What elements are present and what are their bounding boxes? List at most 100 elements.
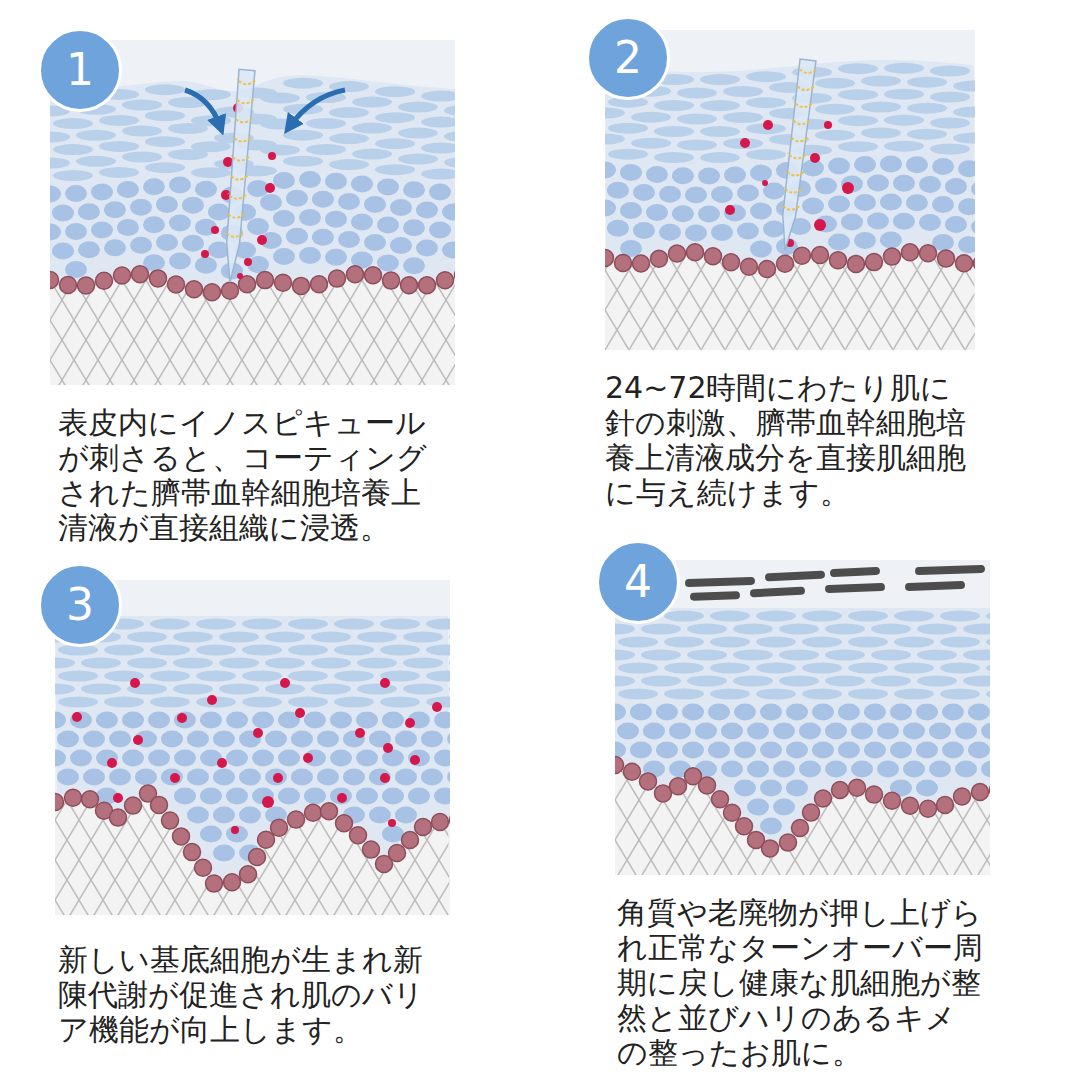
round-cell	[955, 761, 977, 778]
round-cell	[760, 780, 782, 797]
round-cell	[890, 704, 912, 721]
round-cell	[52, 204, 74, 221]
round-cell	[377, 178, 399, 195]
basal-cell	[920, 800, 937, 817]
round-cell	[906, 156, 928, 173]
needle-coating	[234, 117, 252, 122]
flat-cell	[700, 152, 740, 163]
round-cell	[442, 203, 455, 220]
round-cell	[958, 160, 975, 177]
round-cell	[799, 761, 821, 778]
round-cell	[434, 750, 450, 767]
round-cell	[356, 712, 378, 729]
flat-cell	[329, 107, 369, 118]
shed-keratin	[690, 591, 740, 601]
flat-cell	[53, 118, 93, 129]
flat-cell	[145, 136, 185, 147]
round-cell	[273, 248, 295, 265]
basal-cell	[972, 784, 989, 801]
callout-number: 3	[66, 583, 94, 627]
flat-cell	[288, 697, 328, 708]
basal-cell	[762, 840, 779, 857]
round-cell	[698, 205, 720, 222]
round-cell	[78, 203, 100, 220]
flat-cell	[444, 131, 455, 142]
basal-cell	[974, 255, 976, 272]
step-circle: 4	[596, 540, 680, 624]
basal-cell	[736, 818, 753, 835]
flat-cell	[403, 632, 443, 643]
round-cell	[330, 788, 352, 805]
flat-cell	[664, 637, 704, 648]
flat-cell	[986, 663, 990, 674]
flat-cell	[352, 123, 392, 134]
flat-cell	[963, 650, 990, 661]
basal-cell	[363, 841, 380, 858]
round-cell	[96, 712, 118, 729]
flat-cell	[605, 134, 625, 145]
basal-cell	[615, 255, 632, 272]
basal-cell	[849, 779, 866, 796]
basal-cell	[110, 809, 127, 826]
flat-cell	[917, 624, 957, 635]
round-cell	[429, 222, 451, 239]
callout-number: 2	[614, 36, 642, 80]
flat-cell	[986, 689, 990, 700]
round-cell	[70, 712, 92, 729]
round-cell	[299, 209, 321, 226]
round-cell	[57, 769, 79, 786]
stem-cell-factor	[280, 678, 290, 688]
basal-cell	[184, 844, 201, 861]
round-cell	[971, 219, 975, 236]
epidermis	[605, 60, 975, 269]
basal-cell	[151, 796, 168, 813]
round-cell	[786, 704, 808, 721]
flat-cell	[191, 167, 231, 178]
round-cell	[182, 235, 204, 252]
flat-cell	[838, 141, 878, 152]
flat-cell	[449, 632, 450, 643]
basal-cell	[258, 831, 275, 848]
step-circle: 3	[38, 563, 122, 647]
stem-cell-factor	[814, 219, 826, 231]
flat-cell	[334, 697, 374, 708]
stem-cell-factor	[405, 718, 415, 728]
basal-cell	[812, 247, 829, 264]
round-cell	[434, 712, 450, 729]
round-cell	[773, 723, 795, 740]
epidermis	[55, 616, 450, 885]
basal-cell	[759, 261, 776, 278]
flat-cell	[375, 86, 415, 97]
flat-cell	[127, 658, 167, 669]
basal-cell	[705, 248, 722, 265]
round-cell	[382, 826, 404, 843]
flat-cell	[930, 66, 970, 77]
flat-cell	[664, 689, 704, 700]
needle-coating	[227, 213, 245, 218]
round-cell	[325, 249, 347, 266]
round-cell	[890, 742, 912, 759]
flat-cell	[173, 684, 213, 695]
flat-cell	[288, 671, 328, 682]
round-cell	[65, 261, 87, 278]
basal-cell	[803, 804, 820, 821]
round-cell	[828, 195, 850, 212]
flat-cell	[311, 684, 351, 695]
flat-cell	[352, 97, 392, 108]
flat-cell	[145, 84, 185, 95]
round-cell	[52, 242, 74, 259]
round-cell	[260, 194, 282, 211]
basal-cell	[162, 812, 179, 829]
flat-cell	[654, 152, 694, 163]
round-cell	[377, 216, 399, 233]
basal-cell	[305, 804, 322, 821]
basal-cell	[311, 276, 328, 293]
basal-cell	[222, 282, 239, 299]
flat-cell	[306, 118, 346, 129]
round-cell	[364, 234, 386, 251]
round-cell	[682, 704, 704, 721]
round-cell	[174, 712, 196, 729]
flat-cell	[677, 140, 717, 151]
basal-cell	[240, 866, 257, 883]
flat-cell	[99, 167, 139, 178]
